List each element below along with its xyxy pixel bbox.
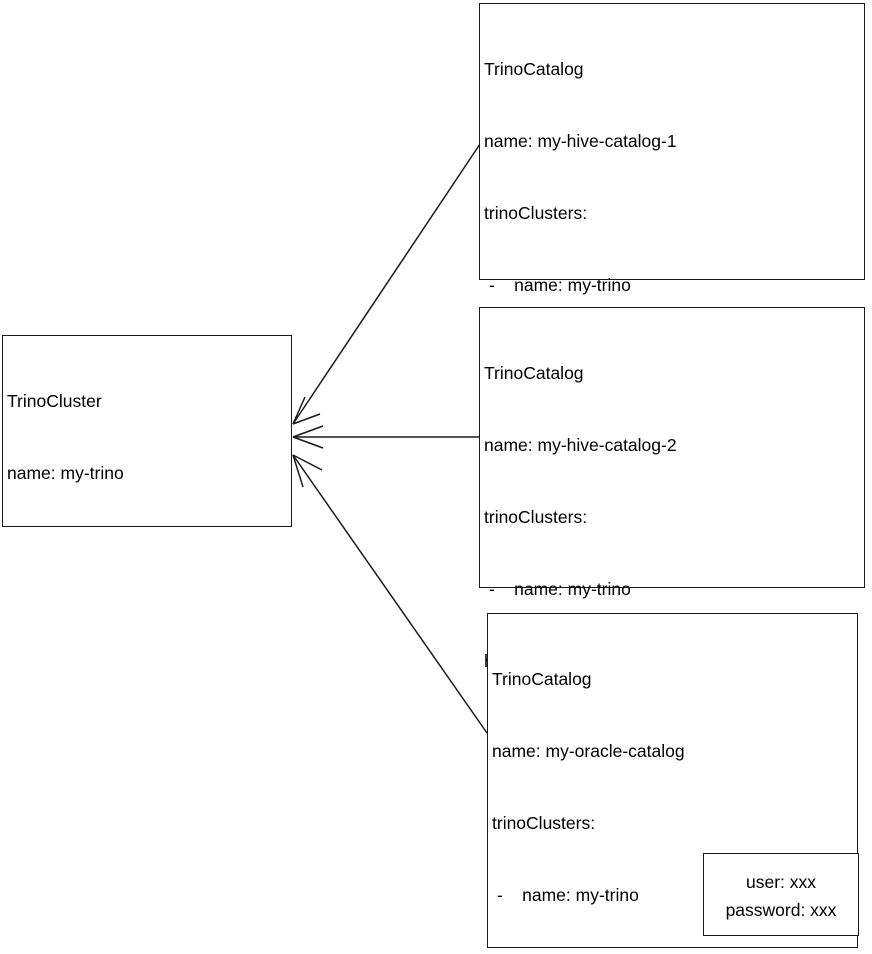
catalog-hive-1-line-2: trinoClusters: <box>484 203 588 223</box>
catalog-hive-2-line-2: trinoClusters: <box>484 507 588 527</box>
catalog-hive-1-line-0: TrinoCatalog <box>484 59 584 79</box>
oracle-credentials-secret-line-0: user: xxx <box>745 872 817 892</box>
trino-cluster-spec: TrinoCluster name: my-trino <box>7 341 289 533</box>
catalog-hive-1-line-1: name: my-hive-catalog-1 <box>484 131 677 151</box>
catalog-oracle-spec: TrinoCatalog name: my-oracle-catalog tri… <box>492 619 855 954</box>
catalog-oracle-line-2: trinoClusters: <box>492 813 596 833</box>
catalog-hive-2-line-3: - name: my-trino <box>484 579 631 599</box>
edge-hive-catalog-1-to-cluster <box>292 143 481 425</box>
oracle-credentials-secret-line-1: password: xxx <box>725 900 837 920</box>
catalog-oracle-line-3: - name: my-trino <box>492 885 639 905</box>
node-oracle-credentials-secret[interactable]: user: xxx password: xxx <box>703 853 859 936</box>
edge-hive-catalog-2-to-cluster <box>292 425 479 449</box>
catalog-oracle-line-0: TrinoCatalog <box>492 669 592 689</box>
trino-cluster-line-1: name: my-trino <box>7 463 124 483</box>
node-catalog-hive-2[interactable]: TrinoCatalog name: my-hive-catalog-2 tri… <box>479 307 865 887</box>
node-catalog-hive-1[interactable]: TrinoCatalog name: my-hive-catalog-1 tri… <box>479 3 865 655</box>
catalog-hive-2-line-1: name: my-hive-catalog-2 <box>484 435 677 455</box>
node-catalog-oracle[interactable]: TrinoCatalog name: my-oracle-catalog tri… <box>487 613 859 948</box>
oracle-credentials-secret-content: user: xxx password: xxx <box>704 868 858 924</box>
catalog-oracle-line-1: name: my-oracle-catalog <box>492 741 685 761</box>
node-trino-cluster[interactable]: TrinoCluster name: my-trino <box>2 335 292 527</box>
catalog-hive-2-line-0: TrinoCatalog <box>484 363 584 383</box>
trino-cluster-line-0: TrinoCluster <box>7 391 102 411</box>
catalog-hive-1-line-3: - name: my-trino <box>484 275 631 295</box>
edge-oracle-catalog-to-cluster <box>292 454 488 734</box>
